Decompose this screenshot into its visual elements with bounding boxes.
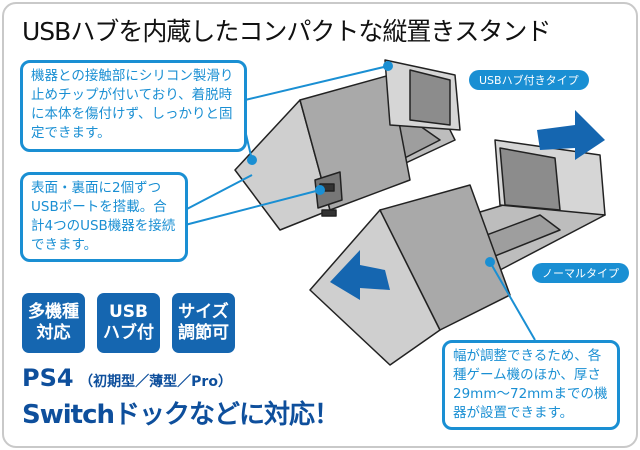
arrow-left-icon xyxy=(330,250,390,300)
tag-normal-type: ノーマルタイプ xyxy=(532,263,629,283)
callout-width-adjust: 幅が調整できるため、各種ゲーム機のほか、厚さ29mm〜72mmまでの機器が設置で… xyxy=(442,340,620,430)
callout-lines xyxy=(184,61,536,341)
tag-usb-type: USBハブ付きタイプ xyxy=(469,70,589,90)
badge-size-adjust: サイズ調節可 xyxy=(172,293,235,353)
callout-silicone: 機器との接触部にシリコン製滑り止めチップが付いており、着脱時に本体を傷付けず、し… xyxy=(20,60,247,152)
callout-usb-ports: 表面・裏面に2個ずつUSBポートを搭載。合計4つのUSB機器を接続できます。 xyxy=(20,172,188,262)
arrow-right-icon xyxy=(537,110,605,160)
page-title: USBハブを内蔵したコンパクトな縦置きスタンド xyxy=(22,17,551,46)
compat-ps4: PS4 （初期型／薄型／Pro） xyxy=(22,364,232,392)
usb-hub-stand xyxy=(234,59,461,231)
compat-switch: Switchドックなどに対応！ xyxy=(22,400,340,430)
badge-multi-device: 多機種対応 xyxy=(22,293,85,353)
